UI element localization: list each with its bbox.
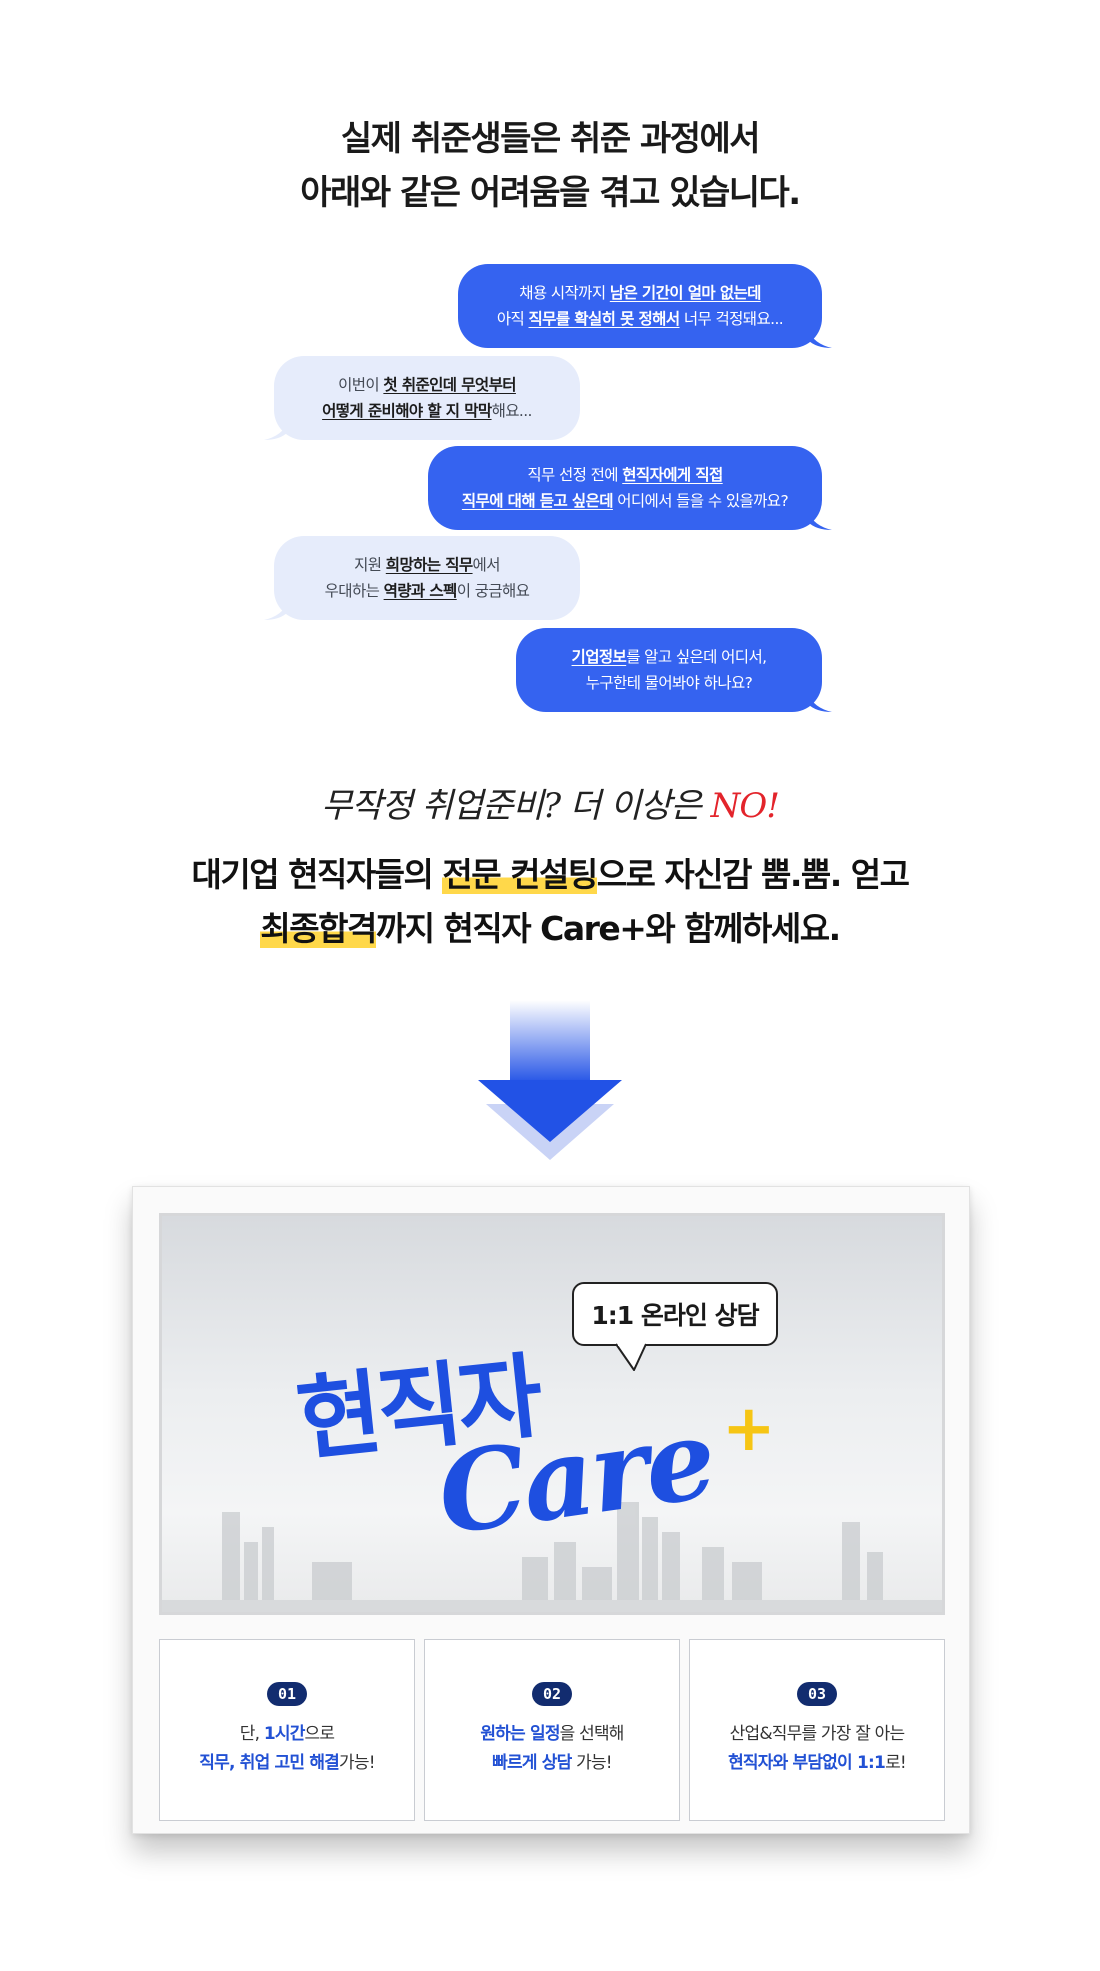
- bubble-tail-icon: [264, 422, 288, 440]
- chat-bubble-5: 기업정보를 알고 싶은데 어디서, 누구한테 물어봐야 하나요?: [516, 628, 832, 712]
- heading-line-1: 실제 취준생들은 취준 과정에서: [340, 119, 761, 159]
- section-heading: 실제 취준생들은 취준 과정에서 아래와 같은 어려움을 겪고 있습니다.: [0, 112, 1100, 220]
- bubble-tail-icon: [808, 512, 832, 530]
- feature-number-badge: 01: [267, 1682, 307, 1706]
- chat-bubble-3: 직무 선정 전에 현직자에게 직접 직무에 대해 듣고 싶은데 어디에서 들을 …: [428, 446, 832, 530]
- bubble-tail-icon: [808, 330, 832, 348]
- chat-bubble-1: 채용 시작까지 남은 기간이 얼마 없는데 아직 직무를 확실히 못 정해서 너…: [458, 264, 832, 348]
- chat-bubble-4: 지원 희망하는 직무에서 우대하는 역량과 스펙이 궁금해요: [264, 536, 580, 620]
- city-skyline-icon: [162, 1502, 942, 1612]
- handwritten-slogan: 무작정 취업준비? 더 이상은 NO!: [321, 786, 780, 826]
- brand-banner: 1:1 온라인 상담 현직자 Care +: [159, 1213, 945, 1615]
- feature-number-badge: 03: [797, 1682, 837, 1706]
- no-text: NO!: [710, 786, 780, 826]
- chat-bubble-2: 이번이 첫 취준인데 무엇부터 어떻게 준비해야 할 지 막막해요...: [264, 356, 580, 440]
- online-consult-badge: 1:1 온라인 상담: [572, 1282, 778, 1346]
- feature-card-2: 02 원하는 일정을 선택해 빠르게 상담 가능!: [424, 1639, 680, 1821]
- heading-line-2: 아래와 같은 어려움을 겪고 있습니다.: [300, 173, 801, 213]
- feature-number-badge: 02: [532, 1682, 572, 1706]
- brand-plus-icon: +: [722, 1392, 776, 1466]
- highlight-text: 전문 컨설팅: [442, 855, 598, 894]
- service-frame: 1:1 온라인 상담 현직자 Care + 01 단, 1시간으로 직무, 취업…: [132, 1186, 970, 1834]
- highlight-text: 최종합격: [260, 909, 377, 948]
- feature-card-1: 01 단, 1시간으로 직무, 취업 고민 해결가능!: [159, 1639, 415, 1821]
- down-arrow-icon: [478, 1000, 622, 1160]
- bubble-tail-icon: [808, 694, 832, 712]
- speech-tail-icon: [615, 1343, 647, 1371]
- feature-card-3: 03 산업&직무를 가장 잘 아는 현직자와 부담없이 1:1로!: [689, 1639, 945, 1821]
- main-slogan: 대기업 현직자들의 전문 컨설팅으로 자신감 뿜.뿜. 얻고 최종합격까지 현직…: [191, 855, 910, 948]
- bubble-tail-icon: [264, 602, 288, 620]
